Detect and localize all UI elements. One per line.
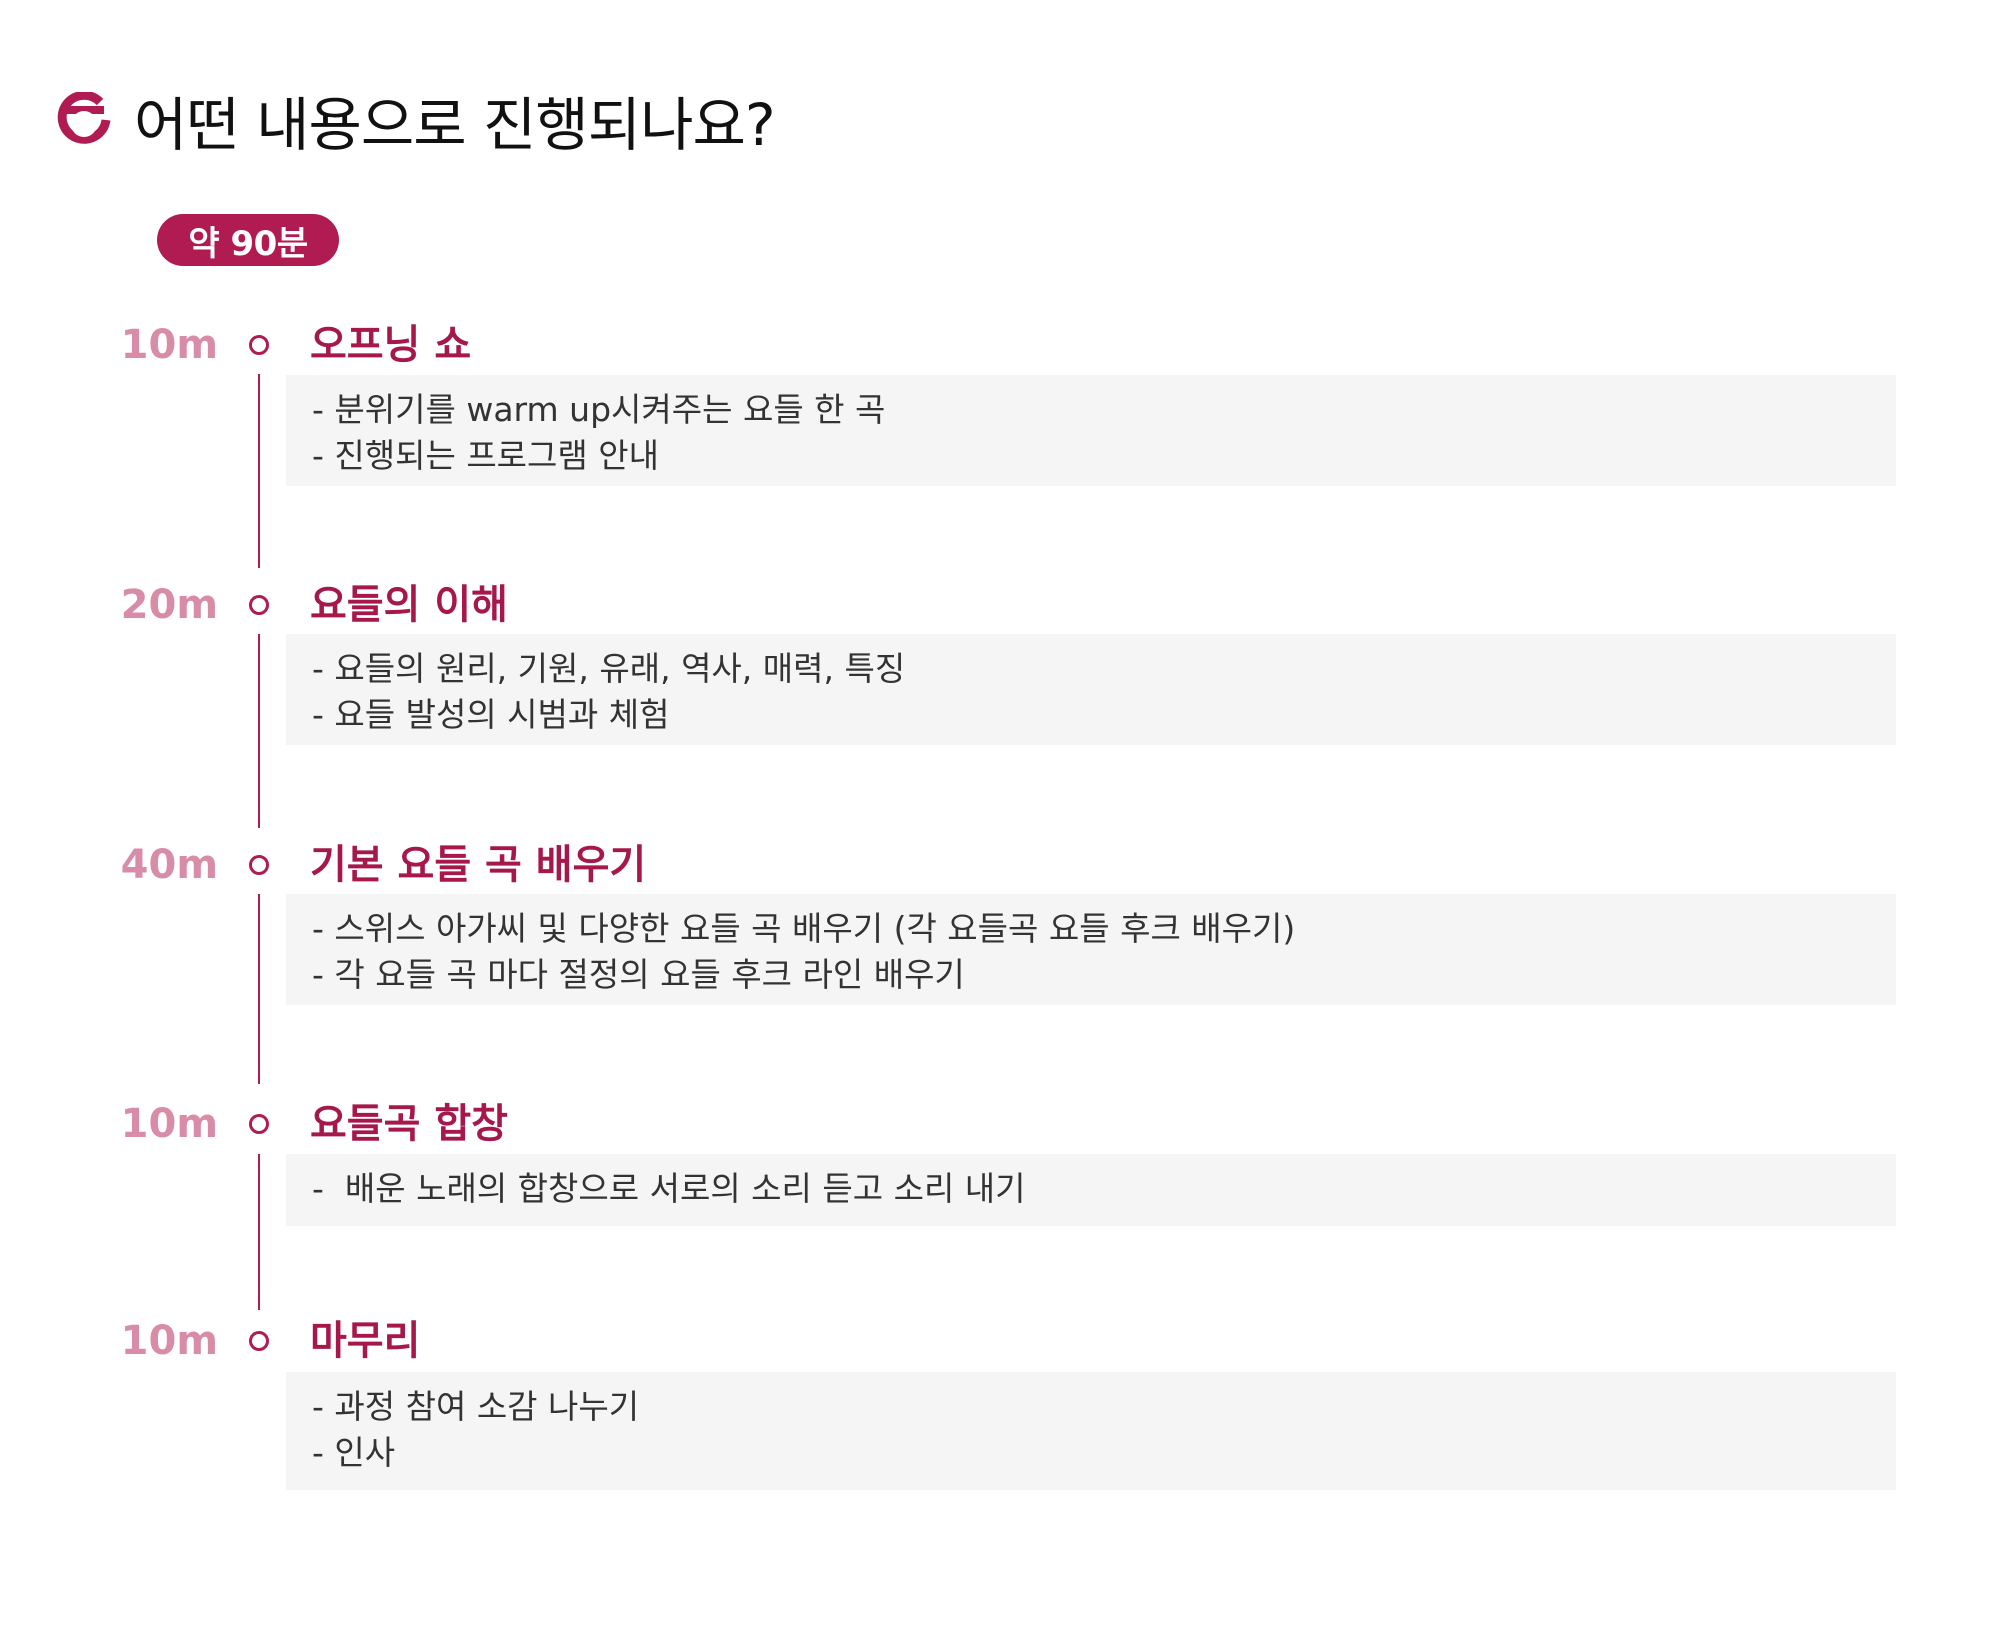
description-line: - 요들 발성의 시범과 체험	[312, 695, 670, 734]
ring-logo-icon	[57, 92, 111, 144]
section-duration: 40m	[120, 842, 218, 888]
section-description: - 분위기를 warm up시켜주는 요들 한 곡 - 진행되는 프로그램 안내	[286, 375, 1896, 486]
description-line: - 과정 참여 소감 나누기	[312, 1387, 640, 1426]
timeline-node-icon	[249, 855, 269, 875]
section-duration: 10m	[120, 322, 218, 368]
section-description: - 과정 참여 소감 나누기 - 인사	[286, 1372, 1896, 1490]
section-description: - 배운 노래의 합창으로 서로의 소리 듣고 소리 내기	[286, 1154, 1896, 1226]
timeline-line	[258, 894, 260, 1084]
timeline-node-icon	[249, 1331, 269, 1351]
description-line: - 스위스 아가씨 및 다양한 요들 곡 배우기 (각 요들곡 요들 후크 배우…	[312, 909, 1296, 948]
section-title: 요들곡 합창	[310, 1101, 508, 1147]
duration-badge: 약 90분	[157, 214, 339, 266]
page-header: 어떤 내용으로 진행되나요?	[56, 84, 776, 159]
section-title: 기본 요들 곡 배우기	[310, 842, 647, 888]
section-title: 요들의 이해	[310, 582, 508, 628]
timeline-line	[258, 634, 260, 828]
section-duration: 20m	[120, 582, 218, 628]
description-line: - 인사	[312, 1433, 396, 1472]
description-line: - 각 요들 곡 마다 절정의 요들 후크 라인 배우기	[312, 955, 965, 994]
section-title: 오프닝 쇼	[310, 322, 472, 368]
section-duration: 10m	[120, 1101, 218, 1147]
description-line: - 요들의 원리, 기원, 유래, 역사, 매력, 특징	[312, 649, 906, 688]
description-line: - 분위기를 warm up시켜주는 요들 한 곡	[312, 390, 886, 429]
description-line: - 진행되는 프로그램 안내	[312, 436, 659, 475]
timeline-node-icon	[249, 335, 269, 355]
section-description: - 요들의 원리, 기원, 유래, 역사, 매력, 특징 - 요들 발성의 시범…	[286, 634, 1896, 745]
timeline-line	[258, 1154, 260, 1310]
page-title: 어떤 내용으로 진행되나요?	[134, 91, 776, 159]
section-description: - 스위스 아가씨 및 다양한 요들 곡 배우기 (각 요들곡 요들 후크 배우…	[286, 894, 1896, 1005]
description-line: - 배운 노래의 합창으로 서로의 소리 듣고 소리 내기	[312, 1169, 1026, 1208]
timeline-line	[258, 374, 260, 568]
section-title: 마무리	[310, 1318, 421, 1364]
timeline-node-icon	[249, 595, 269, 615]
timeline-node-icon	[249, 1114, 269, 1134]
section-duration: 10m	[120, 1318, 218, 1364]
